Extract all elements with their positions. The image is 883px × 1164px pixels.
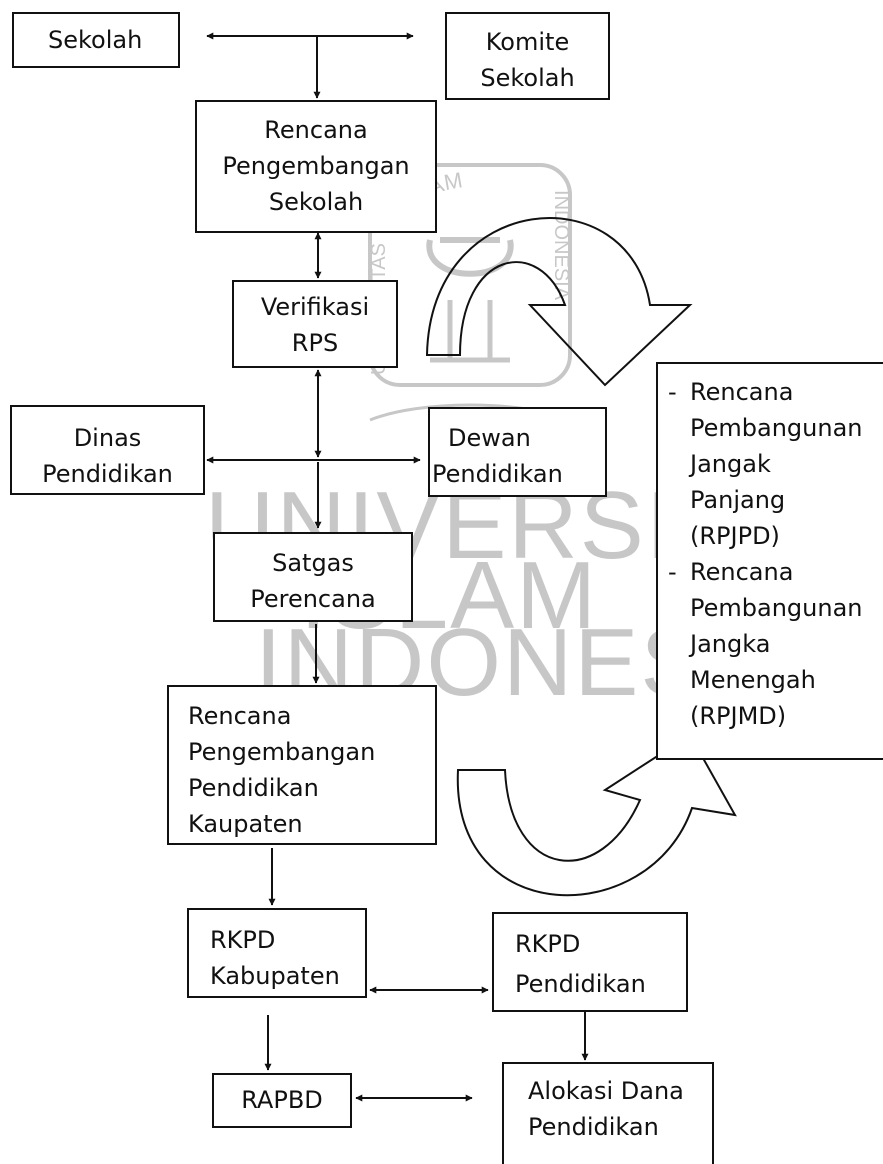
rpjmd-label-2: Pembangunan [690, 594, 863, 622]
rkpd-kab-label-2: Kabupaten [210, 962, 340, 990]
dinas-label-2: Pendidikan [42, 460, 173, 488]
node-rencana-pengembangan-pendidikan [167, 685, 437, 845]
rpjmd-label-1: Rencana [690, 558, 794, 586]
rppk-label-4: Kaupaten [188, 810, 303, 838]
komite-label-1: Komite [485, 28, 570, 56]
rpjpd-label-2: Pembangunan [690, 414, 863, 442]
node-rapbd [212, 1073, 352, 1128]
node-satgas-perencana [213, 532, 413, 622]
node-verifikasi-rps [232, 280, 398, 368]
curved-arrow-up-icon [456, 733, 737, 897]
alokasi-label-2: Pendidikan [528, 1113, 659, 1141]
rpjpd-label-3: Jangak [690, 450, 771, 478]
satgas-label-2: Perencana [250, 585, 376, 613]
plans-bullet-1: - [668, 378, 677, 406]
dewan-label-2: Pendidikan [432, 460, 563, 488]
node-dewan-pendidikan [428, 407, 607, 497]
node-sekolah [12, 12, 180, 68]
plans-bullet-2: - [668, 558, 677, 586]
rppk-label-3: Pendidikan [188, 774, 319, 802]
node-komite-sekolah [445, 12, 610, 100]
rppk-label-2: Pengembangan [188, 738, 376, 766]
rkpd-pend-label-2: Pendidikan [515, 970, 646, 998]
rkpd-pend-label-1: RKPD [515, 930, 581, 958]
rpjmd-label-5: (RPJMD) [690, 702, 787, 730]
curved-arrow-down-icon [425, 217, 693, 387]
sekolah-label: Sekolah [48, 26, 143, 54]
rps-label-2: Pengembangan [222, 152, 410, 180]
rapbd-label: RAPBD [241, 1086, 323, 1114]
rpjmd-label-3: Jangka [690, 630, 771, 658]
verifikasi-label-2: RPS [291, 329, 339, 357]
verifikasi-label-1: Verifikasi [260, 293, 370, 321]
komite-label-2: Sekolah [480, 64, 575, 92]
rkpd-kab-label-1: RKPD [210, 926, 276, 954]
node-rencana-pengembangan-sekolah [195, 100, 437, 233]
dewan-label-1: Dewan [448, 424, 531, 452]
node-dinas-pendidikan [10, 405, 205, 495]
alokasi-label-1: Alokasi Dana [528, 1077, 684, 1105]
rppk-label-1: Rencana [188, 702, 292, 730]
satgas-label-1: Satgas [272, 549, 354, 577]
node-rkpd-kabupaten [187, 908, 367, 998]
node-plans-rpjpd-rpjmd [656, 362, 883, 760]
rpjpd-label-4: Panjang [690, 486, 786, 514]
rpjpd-label-1: Rencana [690, 378, 794, 406]
node-alokasi-dana-pendidikan [502, 1062, 714, 1164]
rps-label-3: Sekolah [268, 188, 364, 216]
node-rkpd-pendidikan [492, 912, 688, 1012]
rps-label-1: Rencana [264, 116, 368, 144]
dinas-label-1: Dinas [73, 424, 142, 452]
rpjpd-label-5: (RPJPD) [690, 522, 780, 550]
rpjmd-label-4: Menengah [690, 666, 816, 694]
